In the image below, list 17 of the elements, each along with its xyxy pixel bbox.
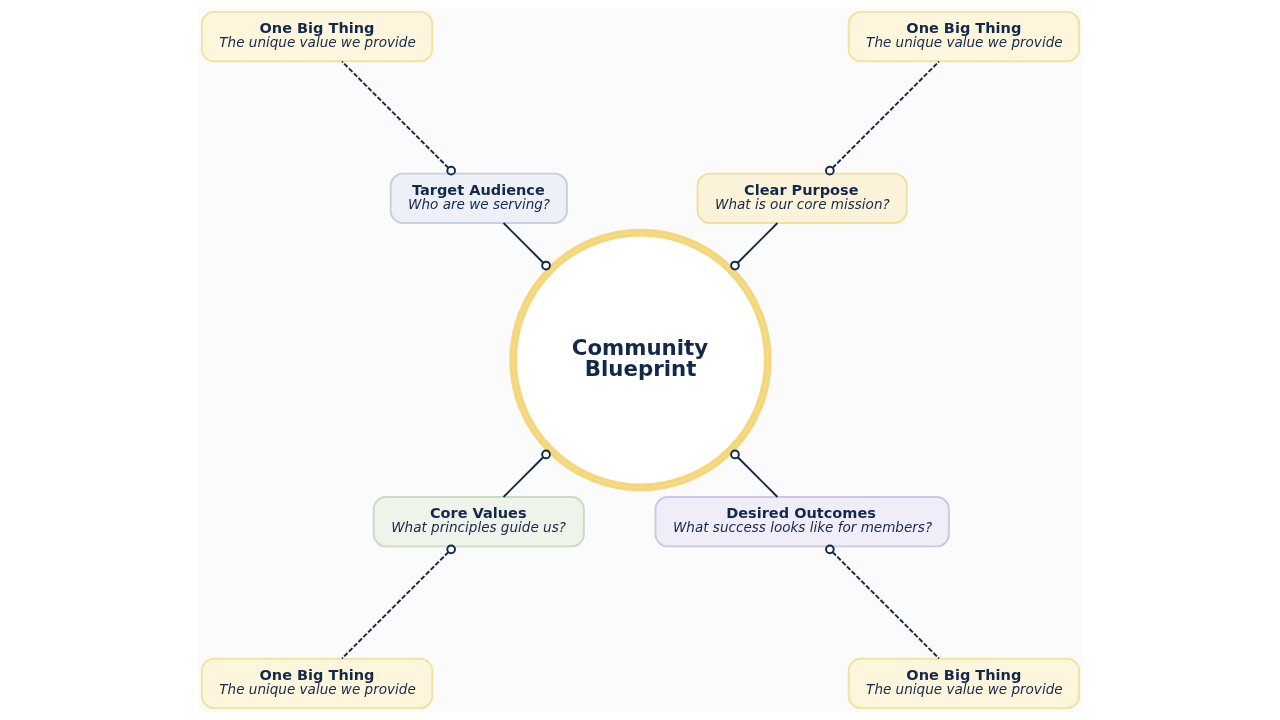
connector [824, 544, 940, 660]
node-box: One Big Thing The unique value we provide [200, 657, 433, 710]
node-box: Desired Outcomes What success looks like for members? [654, 496, 950, 548]
node-box: One Big Thing The unique value we provide [847, 10, 1080, 63]
node-box: One Big Thing The unique value we provide [200, 10, 433, 63]
connector [502, 222, 551, 271]
node-box: Core Values What principles guide us? [372, 496, 585, 548]
node-box: Clear Purpose What is our core mission? [696, 172, 908, 224]
connector [729, 449, 778, 498]
connector [824, 60, 940, 176]
connector [340, 544, 456, 660]
connector [729, 222, 778, 271]
node-circle: Community Blueprint [508, 228, 772, 492]
connector [340, 60, 456, 176]
node-box: One Big Thing The unique value we provide [847, 657, 1080, 710]
node-box: Target Audience Who are we serving? [389, 172, 568, 224]
connector [502, 449, 551, 498]
